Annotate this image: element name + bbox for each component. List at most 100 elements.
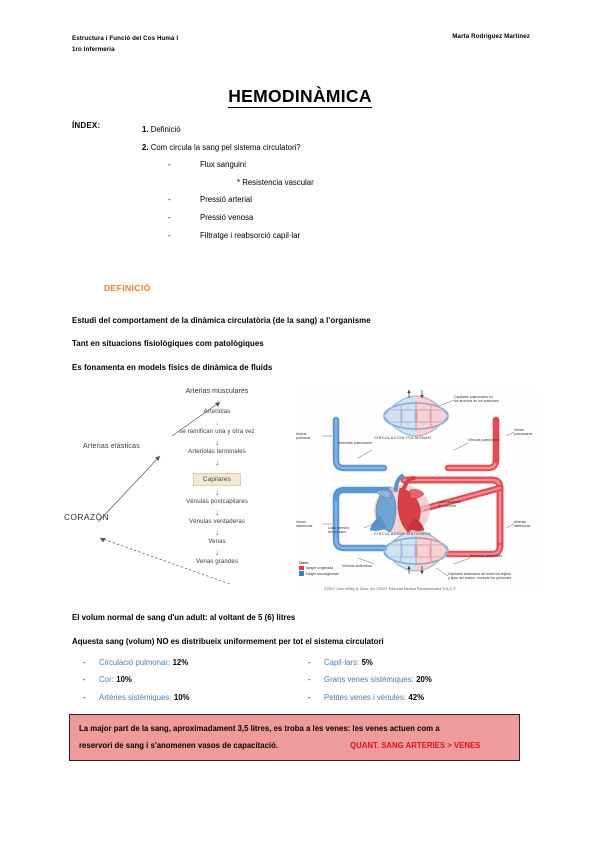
bullet-dash: - — [83, 692, 86, 702]
bullet-dash: - — [83, 658, 86, 667]
bullet-dash: - — [308, 675, 311, 685]
distribution-name: Cor: — [99, 675, 114, 685]
circulation-svg — [296, 388, 540, 593]
distribution-value: 20% — [416, 675, 432, 685]
label-systemic-circulation: CIRCULACIÓN SISTÉMICA — [374, 531, 431, 536]
callout-emphasis: QUANT. SANG ARTERIES > VENES — [350, 740, 481, 750]
distribution-name: Grans venes sistèmiques: — [324, 675, 414, 685]
distribution-name: Petites venes i vènules: — [324, 692, 406, 702]
label-systemic-venules: Vénulas sistémicas — [342, 564, 372, 568]
legend-row-oxygenated: Sangre oxigenada — [299, 565, 339, 571]
down-arrow-icon — [214, 548, 221, 557]
flow-node-branching: se ramifican una y otra vez — [179, 428, 255, 435]
index-subitem-pressio-venosa: - Pressió venosa — [168, 209, 512, 227]
index-item-2-label: Com circula la sang pel sistema circulat… — [150, 142, 301, 152]
down-arrow-icon — [214, 438, 221, 447]
figure-row: CORAZÓN Arterias elásticas Arterias musc… — [60, 388, 540, 593]
down-arrow-icon — [214, 418, 221, 427]
callout-line-2-text: reservori de sang i s'anomenen vasos de … — [79, 740, 279, 750]
flow-node-terminal-arterioles: Arteriolas terminales — [188, 448, 246, 455]
bullet-dash: - — [308, 692, 311, 702]
index-subnote-resistencia: * Resistencia vascular — [237, 177, 314, 187]
distribution-name: Artèries sistèmiques: — [99, 692, 172, 702]
page-title: HEMODINÀMICA — [0, 86, 600, 108]
label-systemic-arterioles: Arteriolas sistémicas — [470, 554, 503, 558]
legend-title: Clave: — [299, 560, 309, 565]
course-year: 1ro Infermeria — [72, 46, 115, 54]
section-heading-definicio: DEFINICIÓ — [104, 283, 151, 293]
volume-paragraph-1: El volum normal de sang d'un adult: al v… — [72, 613, 296, 622]
legend-label-oxygenated: Sangre oxigenada — [305, 565, 334, 570]
index-subitem-pressio-arterial: - Pressió arterial — [168, 191, 512, 209]
distribution-column-right: - Capil·lars: 5% - Grans venes sistèmiqu… — [297, 654, 522, 706]
author-name: Marta Rodriguez Martinez — [452, 33, 530, 40]
figure-legend: Clave: Sangre oxigenada Sangre desoxigen… — [299, 561, 339, 577]
index-item-1-number: 1. — [142, 125, 149, 134]
vessel-flow-diagram: CORAZÓN Arterias elásticas Arterias musc… — [60, 388, 300, 593]
volume-paragraph-2: Aquesta sang (volum) NO es distribueix u… — [72, 637, 384, 646]
legend-row-deoxygenated: Sangre desoxigenada — [299, 571, 339, 576]
distribution-value: 10% — [173, 692, 190, 702]
distribution-columns: - Circulació pulmonar: 12% - Cor: 10% - … — [72, 654, 522, 706]
flow-node-muscular-arteries: Arterias musculares — [185, 388, 249, 395]
callout-line-1: La major part de la sang, aproximadament… — [79, 724, 440, 733]
index-subitem-pressio-arterial-label: Pressió arterial — [200, 195, 252, 205]
callout-line-2: reservori de sang i s'anomenen vasos de … — [79, 738, 511, 755]
index-block: ÍNDEX: 1. Definició 2. Com circula la sa… — [72, 121, 512, 245]
index-dash: - — [168, 213, 171, 223]
flow-chain: Arterias musculares Arteriolas se ramifi… — [142, 388, 292, 566]
flow-node-postcapillary-venules: Vénulas postcapilares — [186, 498, 248, 505]
index-list: 1. Definició 2. Com circula la sang pel … — [142, 121, 512, 245]
flow-node-heart: CORAZÓN — [64, 512, 109, 522]
down-arrow-icon — [214, 458, 221, 467]
down-arrow-icon — [214, 528, 221, 537]
index-subitem-flux-label: Flux sanguini — [200, 160, 246, 169]
flow-node-large-veins: Venas grandes — [196, 558, 238, 565]
list-item: - Circulació pulmonar: 12% — [72, 654, 297, 671]
list-item: - Artèries sistèmiques: 10% — [72, 689, 297, 706]
document-header: Estructura i Funció del Cos Humà I 1ro I… — [72, 33, 530, 56]
index-dash: - — [168, 195, 171, 205]
flow-arrows — [97, 401, 231, 585]
label-pulmonary-arterioles: Arteriolas pulmonares — [338, 441, 373, 445]
label-pulmonary-circulation: CIRCULACIÓN PULMONAR — [374, 435, 432, 440]
definicio-paragraph-1: Estudi del comportament de la dinàmica c… — [72, 316, 371, 325]
distribution-value: 42% — [408, 692, 425, 702]
definicio-paragraph-2: Tant en situacions fisiològiques com pat… — [72, 339, 264, 348]
down-arrow-icon — [214, 508, 221, 517]
bullet-dash: - — [308, 658, 311, 667]
index-dash: - — [168, 230, 171, 240]
index-subitem-flux: - Flux sanguini — [168, 156, 512, 174]
flow-node-true-venules: Vénulas verdaderas — [188, 518, 245, 525]
distribution-value: 10% — [116, 675, 132, 685]
course-info: Estructura i Funció del Cos Humà I 1ro I… — [72, 33, 178, 56]
list-item: - Petites venes i vènules: 42% — [297, 689, 522, 706]
legend-label-deoxygenated: Sangre desoxigenada — [305, 571, 339, 576]
legend-swatch-red-icon — [299, 565, 304, 571]
index-item-1: 1. Definició — [142, 121, 512, 139]
flow-node-elastic-arteries: Arterias elásticas — [83, 443, 140, 450]
list-item: - Grans venes sistèmiques: 20% — [297, 671, 522, 688]
definicio-paragraph-3: Es fonamenta en models físics de dinàmic… — [72, 363, 273, 372]
flow-node-capillaries-wrap: Capilares — [142, 468, 292, 486]
distribution-value: 5% — [361, 658, 373, 667]
distribution-name: Capil·lars: — [324, 658, 360, 667]
label-systemic-capillaries: Capilares sistémicos de todos los tejido… — [448, 572, 512, 581]
distribution-name: Circulació pulmonar: — [99, 658, 171, 667]
page-title-text: HEMODINÀMICA — [228, 86, 372, 108]
list-item: - Cor: 10% — [72, 671, 297, 688]
down-arrow-icon — [214, 488, 221, 497]
down-arrow-icon — [214, 398, 221, 407]
distribution-column-left: - Circulació pulmonar: 12% - Cor: 10% - … — [72, 654, 297, 706]
label-pulmonary-venules: Vénulas pulmonares — [468, 438, 500, 442]
distribution-list: - Circulació pulmonar: 12% - Cor: 10% - … — [72, 654, 522, 706]
flow-node-veins: Venas — [208, 538, 226, 545]
flow-node-capillaries: Capilares — [193, 473, 241, 486]
